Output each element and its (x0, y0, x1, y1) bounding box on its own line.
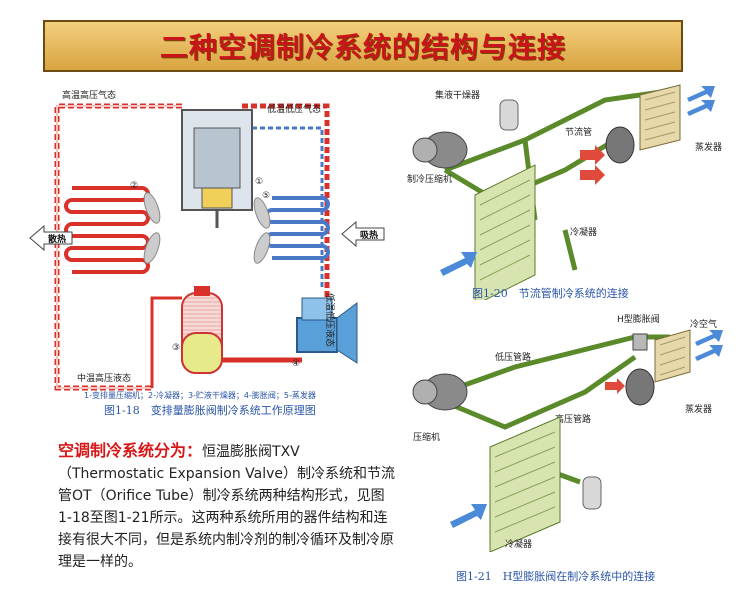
blower (625, 368, 655, 406)
absorb-heat-label: 吸热 (360, 229, 378, 241)
page-title: 二种空调制冷系统的结构与连接 (159, 31, 566, 64)
label-low-temp-liquid: 低温低压液态 (324, 293, 336, 347)
h-type-valve (632, 333, 648, 351)
compressor (181, 109, 253, 228)
receiver-drier (181, 286, 223, 374)
label-cold-air: 冷空气 (690, 318, 717, 330)
label-h-valve: H型膨胀阀 (617, 313, 660, 325)
figure-1-18: 散热 吸热 高温高压气态 低温低压气态 中温高压液态 低温低压液态 ① ② ③ … (29, 89, 385, 417)
condenser (474, 164, 536, 300)
label-orifice: 节流管 (565, 126, 592, 138)
receiver-drier (582, 476, 602, 510)
expansion-valve (296, 297, 358, 364)
label-evaporator: 蒸发器 (685, 403, 712, 415)
cool-air-arrow-icon-2 (687, 100, 715, 116)
label-low-pipe: 低压管路 (495, 351, 531, 363)
ambient-air-arrow-icon (450, 504, 487, 528)
marker-2: ② (130, 181, 138, 191)
paragraph-body: 恒温膨胀阀TXV（Thermostatic Expansion Valve）制冷… (58, 444, 396, 570)
cold-air-arrow-icon (695, 330, 723, 346)
marker-4: ④ (292, 359, 300, 369)
cold-air-arrow-icon-2 (695, 345, 723, 361)
condenser-coil (64, 186, 150, 274)
label-evaporator: 蒸发器 (695, 141, 722, 153)
evaporator-coil (264, 196, 330, 260)
cool-air-arrow-icon (687, 86, 715, 102)
marker-5: ⑤ (262, 191, 270, 201)
label-mid-temp-liquid: 中温高压液态 (77, 372, 131, 384)
fig18-legend: 1-变排量压缩机；2-冷凝器；3-贮液干燥器；4-膨胀阀；5-蒸发器 (84, 390, 316, 400)
compressor (412, 131, 468, 169)
label-condenser: 冷凝器 (505, 538, 532, 550)
label-low-temp-gas: 低温低压气态 (267, 103, 321, 115)
fig21-caption: 图1-21 H型膨胀阀在制冷系统中的连接 (456, 570, 656, 583)
blower (605, 126, 635, 164)
ambient-air-arrow-icon (440, 252, 477, 276)
marker-1: ① (255, 177, 263, 187)
hot-air-arrow-icon (605, 378, 625, 394)
release-heat-arrow-icon (29, 224, 73, 252)
evaporator (654, 329, 691, 383)
fig18-caption: 图1-18 变排量膨胀阀制冷系统工作原理图 (104, 403, 316, 417)
condenser-fan-icon (143, 192, 161, 264)
evaporator (639, 84, 681, 151)
receiver-drier (499, 99, 519, 131)
paragraph-lead: 空调制冷系统分为： (58, 441, 203, 460)
label-condenser: 冷凝器 (570, 226, 597, 238)
figure-1-21: H型膨胀阀 冷空气 蒸发器 压缩机 低压管路 高压管路 冷凝器 (412, 313, 723, 552)
label-high-pipe: 高压管路 (555, 413, 591, 425)
compressor (412, 373, 468, 411)
marker-3: ③ (172, 343, 180, 353)
label-compressor: 压缩机 (413, 431, 440, 443)
evaporator-fan-icon (253, 197, 271, 264)
label-high-temp-gas: 高温高压气态 (62, 89, 116, 101)
high-pressure-gas-line-inner (56, 105, 182, 389)
absorb-heat-arrow-icon (341, 220, 385, 248)
label-compressor: 制冷压缩机 (407, 173, 452, 185)
condenser-outlet-line (150, 296, 182, 388)
label-receiver: 集液干燥器 (435, 89, 480, 101)
description-paragraph: 空调制冷系统分为：恒温膨胀阀TXV（Thermostatic Expansion… (58, 440, 398, 573)
figure-1-20: 集液干燥器 制冷压缩机 蒸发器 节流管 冷凝器 (407, 84, 722, 300)
hot-air-arrow-icon (580, 145, 605, 165)
release-heat-label: 散热 (48, 233, 66, 245)
title-banner: 二种空调制冷系统的结构与连接 (43, 20, 683, 72)
fig20-caption: 图1-20 节流管制冷系统的连接 (472, 287, 629, 300)
condenser (489, 416, 561, 552)
hot-air-arrow-icon-2 (580, 165, 605, 185)
low-pressure-pipe (444, 334, 670, 395)
high-pressure-pipe (444, 354, 637, 430)
